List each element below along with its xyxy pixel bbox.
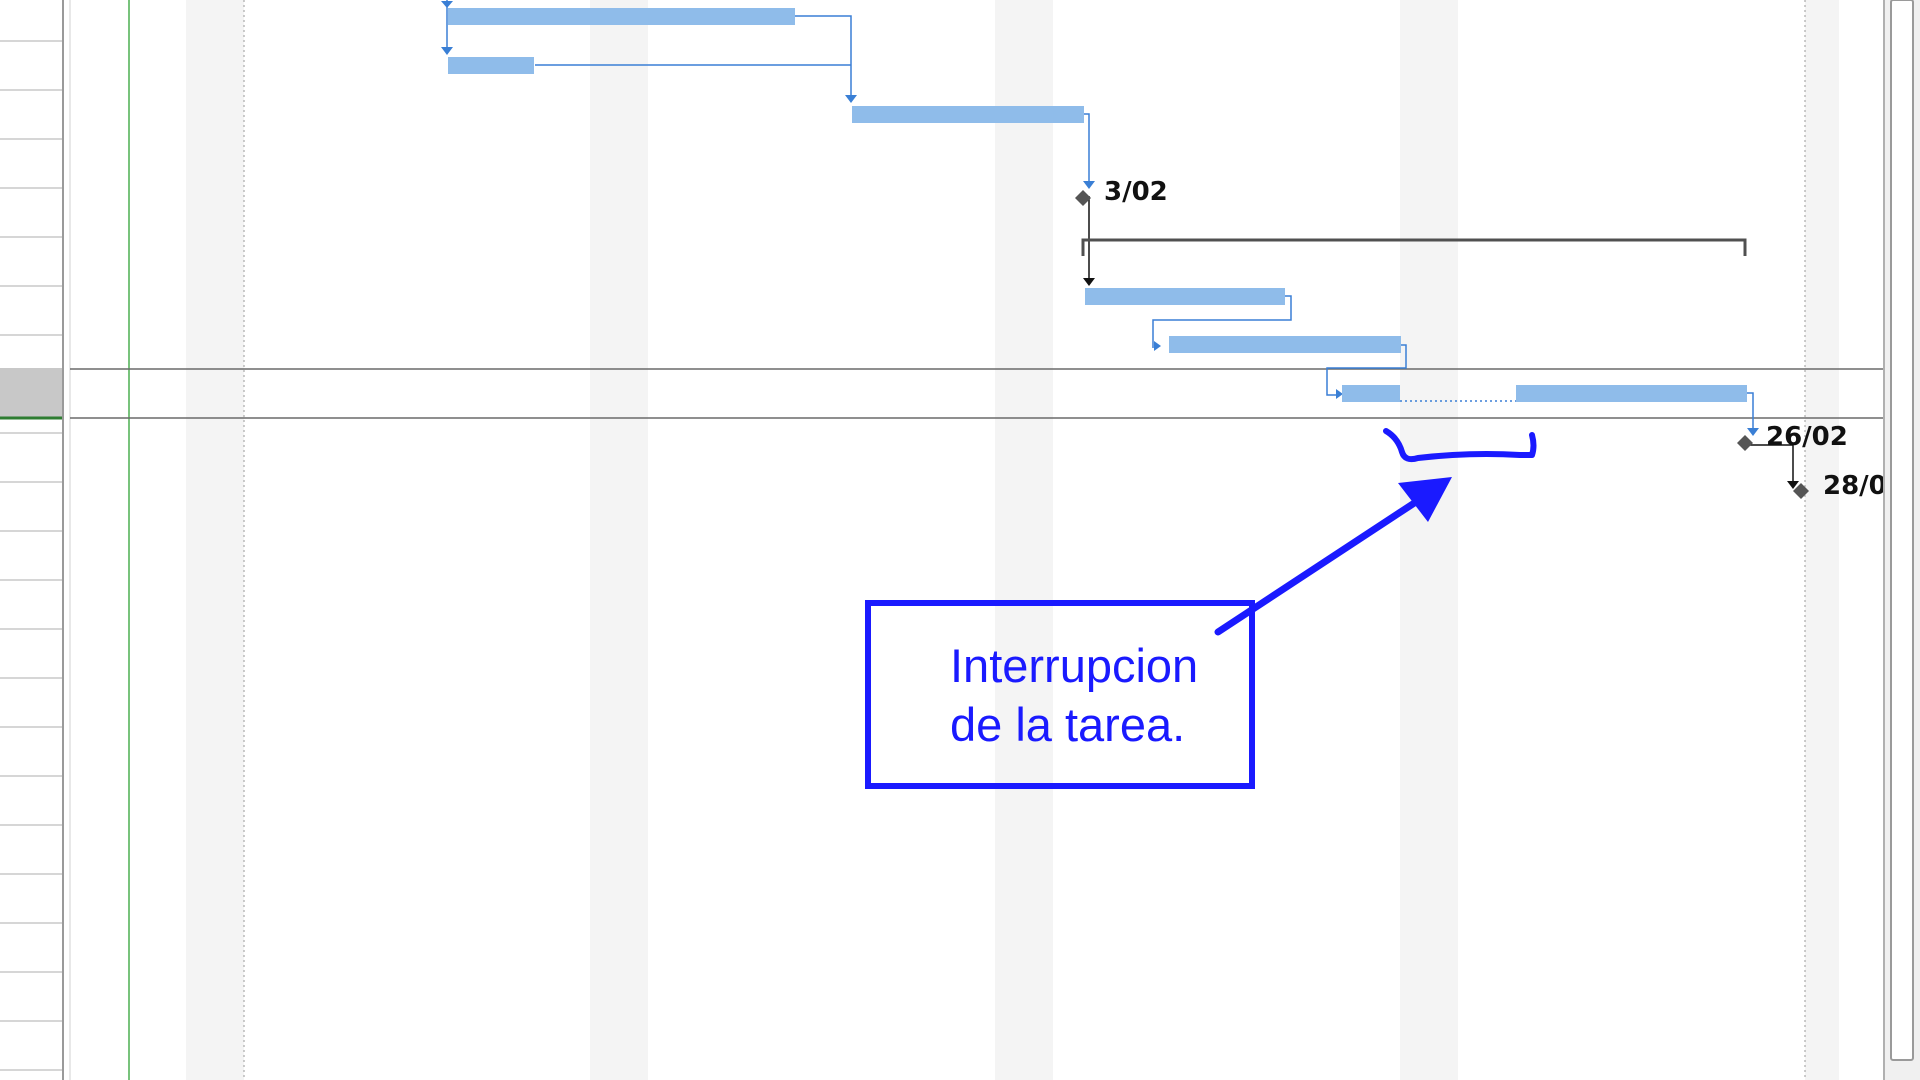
milestone-date-label: 3/02 [1104,177,1168,207]
task-bar[interactable] [448,57,534,74]
task-bar[interactable] [852,106,1084,123]
milestone-diamond[interactable] [1793,483,1809,499]
dependency-links [446,0,1754,432]
milestone-date-label: 26/02 [1766,422,1848,452]
nonworking-time-bands [186,0,1839,1080]
milestone-diamond[interactable] [1737,435,1753,451]
vertical-scrollbar[interactable] [1883,0,1920,1080]
milestone-diamond[interactable] [1075,190,1091,206]
task-table-strip[interactable] [0,0,71,1080]
task-bar[interactable] [1085,288,1285,305]
link-arrowheads [441,1,1759,436]
milestone-date-label: 28/0 [1823,471,1887,501]
summary-task-bar[interactable] [1081,238,1747,256]
task-bar[interactable] [448,8,795,25]
task-bars[interactable] [448,8,1747,402]
callout-box [865,600,1255,789]
callout-text-line-1: Interrupcion [950,639,1198,692]
task-bar-segment-1[interactable] [1342,385,1400,402]
scrollbar-thumb[interactable] [1890,0,1914,1061]
selected-row-cell[interactable] [0,368,63,418]
hand-drawn-annotation: Interrupcion de la tarea. [865,428,1537,789]
task-bar[interactable] [1169,336,1401,353]
task-bar-segment-2[interactable] [1516,385,1747,402]
callout-text-line-2: de la tarea. [950,698,1185,751]
